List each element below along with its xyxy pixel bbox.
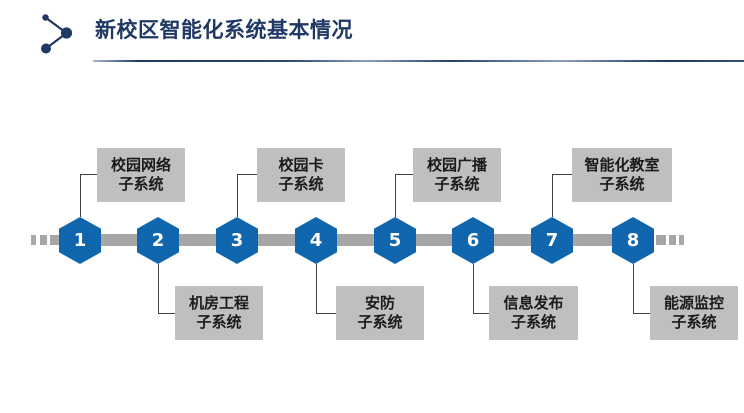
- label-line: 子系统: [196, 313, 242, 331]
- label-line: 子系统: [278, 175, 324, 193]
- node-number: 6: [466, 230, 480, 251]
- share-dots-icon: [41, 14, 73, 54]
- hexagon-node-7: 7: [531, 217, 573, 264]
- timeline-dash-right: [679, 235, 684, 245]
- subsystem-label-4: 安防 子系统: [336, 286, 424, 340]
- timeline-dash-right: [656, 235, 666, 245]
- label-line: 子系统: [434, 175, 480, 193]
- label-line: 子系统: [671, 313, 717, 331]
- hexagon-node-8: 8: [612, 217, 654, 264]
- timeline-dash-left: [40, 235, 47, 245]
- subsystem-label-6: 信息发布 子系统: [489, 286, 578, 340]
- connector-line: [473, 313, 489, 314]
- label-line: 安防: [364, 294, 395, 312]
- node-number: 7: [545, 230, 559, 251]
- node-number: 3: [230, 230, 244, 251]
- connector-line: [158, 264, 159, 313]
- label-line: 智能化教室: [584, 156, 660, 174]
- connector-line: [633, 264, 634, 313]
- connector-line: [158, 313, 175, 314]
- label-line: 能源监控: [663, 294, 724, 312]
- connector-line: [80, 174, 97, 175]
- slide-title: 新校区智能化系统基本情况: [95, 18, 353, 42]
- label-line: 校园卡: [278, 156, 324, 174]
- subsystem-label-8: 能源监控 子系统: [650, 286, 738, 340]
- timeline-dash-right: [669, 235, 676, 245]
- connector-line: [552, 174, 572, 175]
- subsystem-label-2: 机房工程 子系统: [175, 286, 263, 340]
- timeline-dash-left: [50, 235, 60, 245]
- label-line: 子系统: [357, 313, 403, 331]
- subsystem-label-5: 校园广播 子系统: [413, 148, 501, 202]
- connector-line: [473, 264, 474, 313]
- label-line: 信息发布: [503, 294, 564, 312]
- connector-line: [237, 174, 257, 175]
- label-line: 子系统: [510, 313, 556, 331]
- connector-line: [395, 174, 396, 217]
- hexagon-node-6: 6: [452, 217, 494, 264]
- connector-line: [80, 174, 81, 217]
- hexagon-node-3: 3: [216, 217, 258, 264]
- label-line: 机房工程: [188, 294, 249, 312]
- label-line: 子系统: [599, 175, 645, 193]
- hexagon-node-5: 5: [374, 217, 416, 264]
- connector-line: [316, 264, 317, 313]
- connector-line: [237, 174, 238, 217]
- subsystem-label-7: 智能化教室 子系统: [572, 148, 672, 202]
- subsystem-label-1: 校园网络 子系统: [97, 148, 185, 202]
- timeline-dash-left: [31, 235, 36, 245]
- label-line: 校园广播: [426, 156, 487, 174]
- connector-line: [395, 174, 413, 175]
- title-underline: [93, 60, 744, 62]
- hexagon-node-2: 2: [137, 217, 179, 264]
- subsystem-label-3: 校园卡 子系统: [257, 148, 345, 202]
- node-number: 4: [309, 230, 323, 251]
- hexagon-node-4: 4: [295, 217, 337, 264]
- node-number: 5: [388, 230, 402, 251]
- connector-line: [633, 313, 650, 314]
- timeline-bar: [61, 234, 654, 246]
- node-number: 2: [151, 230, 165, 251]
- label-line: 校园网络: [110, 156, 171, 174]
- node-number: 8: [626, 230, 640, 251]
- connector-line: [316, 313, 336, 314]
- node-number: 1: [73, 230, 87, 251]
- connector-line: [552, 174, 553, 217]
- hexagon-node-1: 1: [59, 217, 101, 264]
- label-line: 子系统: [118, 175, 164, 193]
